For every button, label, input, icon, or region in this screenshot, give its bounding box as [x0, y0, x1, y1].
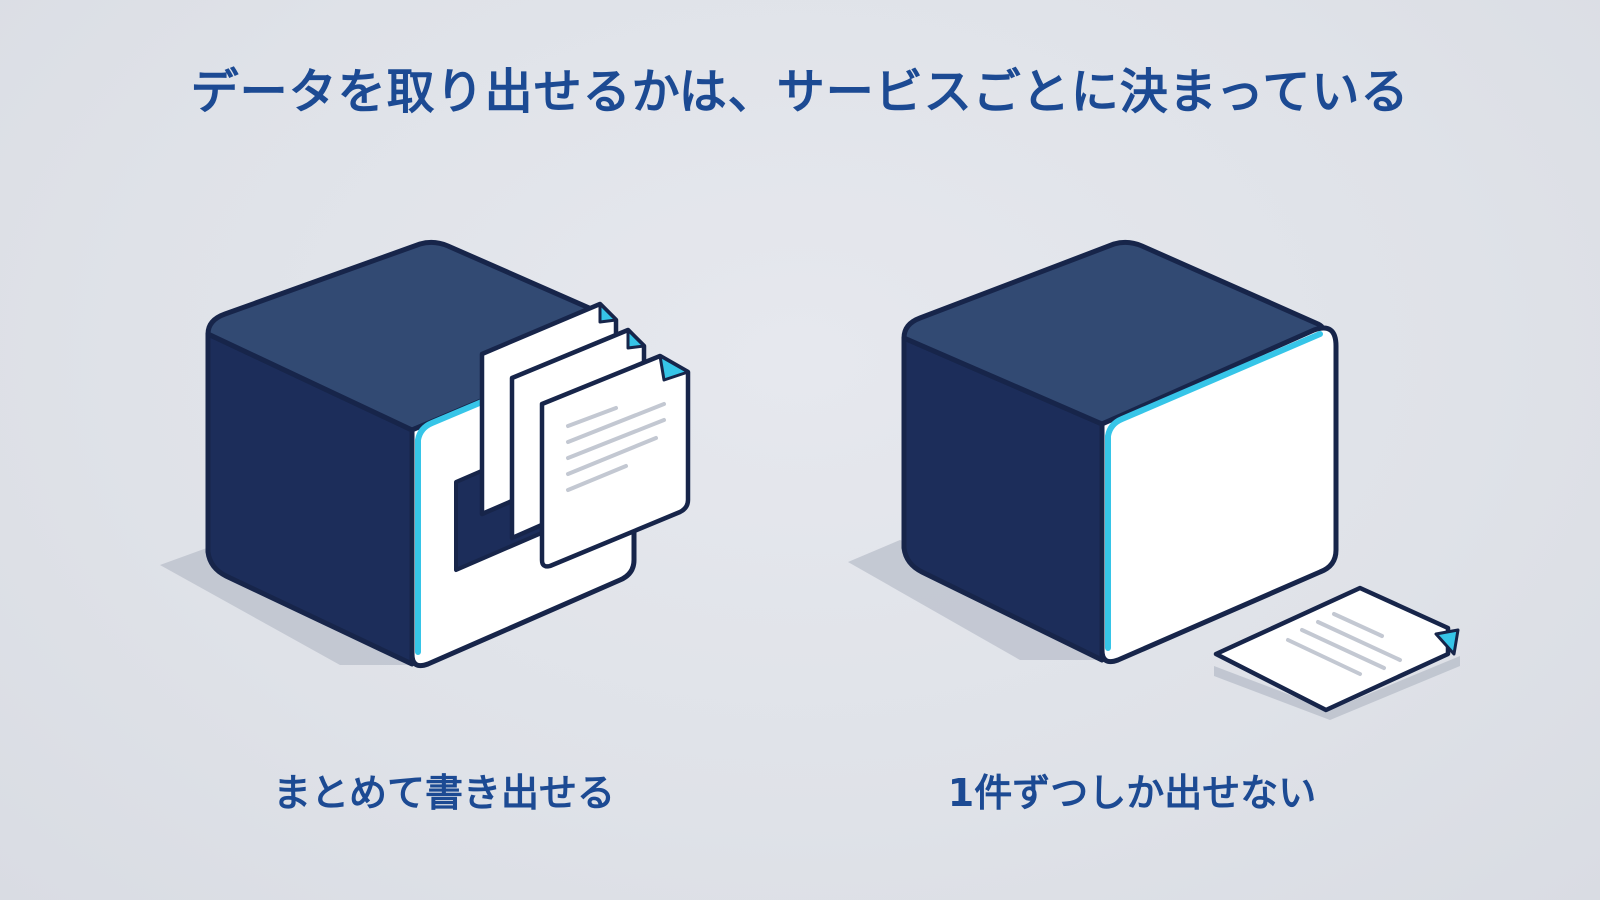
page-title: データを取り出せるかは、サービスごとに決まっている: [190, 64, 1410, 120]
left-box-accent-edge: [415, 349, 603, 655]
caption-single-export: 1件ずつしか出せない: [947, 771, 1317, 815]
single-document: [1213, 585, 1460, 720]
document-front: [539, 353, 691, 569]
right-box-side-face: [901, 335, 1105, 663]
left-box-side-face: [205, 331, 415, 667]
document-text-lines: [566, 402, 666, 492]
right-box-front-face: [1099, 325, 1339, 665]
caption-bulk-export: まとめて書き出せる: [272, 771, 615, 815]
open-box-with-stacked-documents-icon: [160, 239, 691, 669]
right-box-accent-edge: [1105, 331, 1323, 651]
single-document-text-lines: [1286, 612, 1402, 676]
closed-box-with-single-document-icon: [848, 239, 1460, 720]
